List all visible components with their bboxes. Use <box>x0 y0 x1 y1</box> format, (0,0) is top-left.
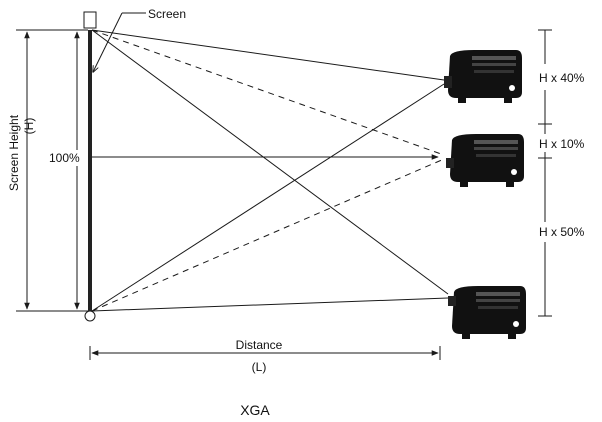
screen-bottom-circle <box>84 310 96 322</box>
offset-10-label: H x 10% <box>539 137 585 151</box>
screen-height-label: Screen Height <box>7 114 21 191</box>
caption-label: XGA <box>240 402 270 418</box>
offset-50-label: H x 50% <box>539 225 585 239</box>
bottom-solid-to-screen-top <box>91 29 449 295</box>
screen-top-box <box>83 11 97 29</box>
middle-dashed-to-screen-bottom <box>91 158 445 312</box>
projector-icon <box>446 134 524 187</box>
offset-dimension <box>538 29 552 317</box>
offset-40-label: H x 40% <box>539 71 585 85</box>
top-solid-to-screen-bottom <box>91 83 445 312</box>
projector-icon <box>448 286 526 339</box>
screen-leader-arrow <box>93 12 123 72</box>
screen-bar <box>88 30 92 311</box>
screen-label: Screen <box>148 7 186 21</box>
screen-height-symbol: (H) <box>22 118 36 135</box>
percent100-label-bg <box>48 150 86 166</box>
middle-dashed-to-screen-top <box>91 29 445 156</box>
projector-icon <box>444 50 522 103</box>
top-solid-to-screen-top <box>91 29 445 81</box>
projection-lines <box>91 29 449 312</box>
percent100-label: 100% <box>49 151 80 165</box>
distance-label: Distance <box>236 338 283 352</box>
bottom-solid-to-screen-bottom <box>91 297 449 312</box>
distance-symbol: (L) <box>252 360 267 374</box>
